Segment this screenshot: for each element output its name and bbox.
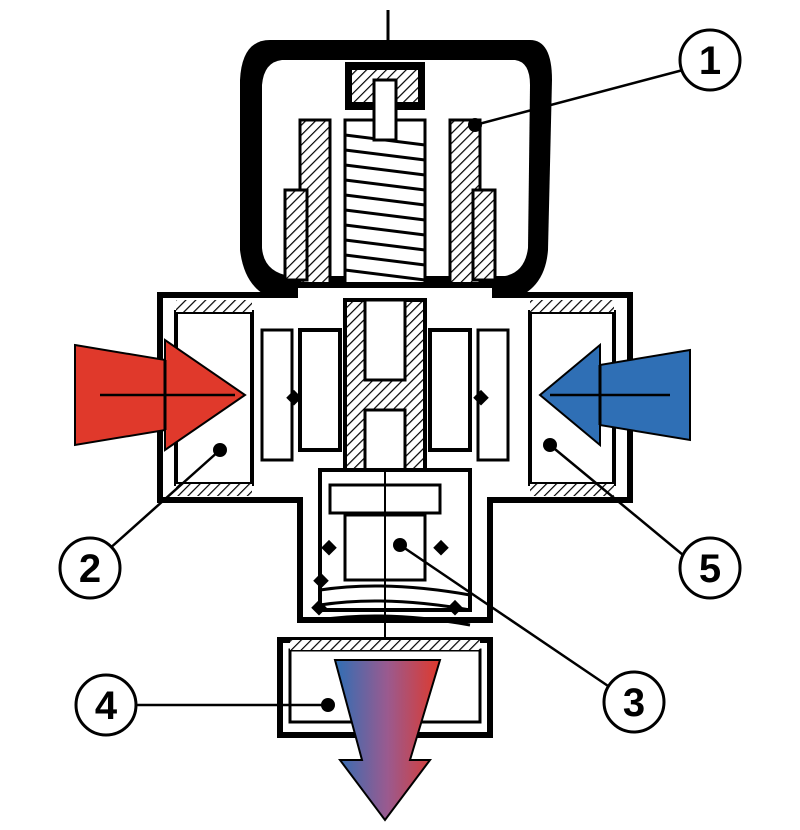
- leader-line-2: [107, 449, 221, 551]
- leader-line-5: [549, 444, 684, 556]
- valve-body: [157, 282, 633, 738]
- mixed-outlet-arrow: [333, 659, 442, 822]
- callout-2: 2: [58, 536, 122, 600]
- callout-label-4: 4: [95, 684, 118, 728]
- cold-inlet-arrow: [538, 342, 691, 448]
- callout-3: 3: [602, 670, 666, 734]
- callout-label-3: 3: [623, 681, 645, 725]
- callout-1: 1: [678, 28, 742, 92]
- leader-line-3: [399, 543, 615, 692]
- leader-line-1: [474, 68, 684, 127]
- callout-label-5: 5: [699, 547, 721, 591]
- handwheel-cap: [240, 40, 552, 302]
- callout-4: 4: [74, 673, 138, 737]
- hot-inlet-arrow: [74, 338, 247, 452]
- callout-label-2: 2: [79, 547, 101, 591]
- callout-5: 5: [678, 536, 742, 600]
- callout-label-1: 1: [699, 39, 721, 83]
